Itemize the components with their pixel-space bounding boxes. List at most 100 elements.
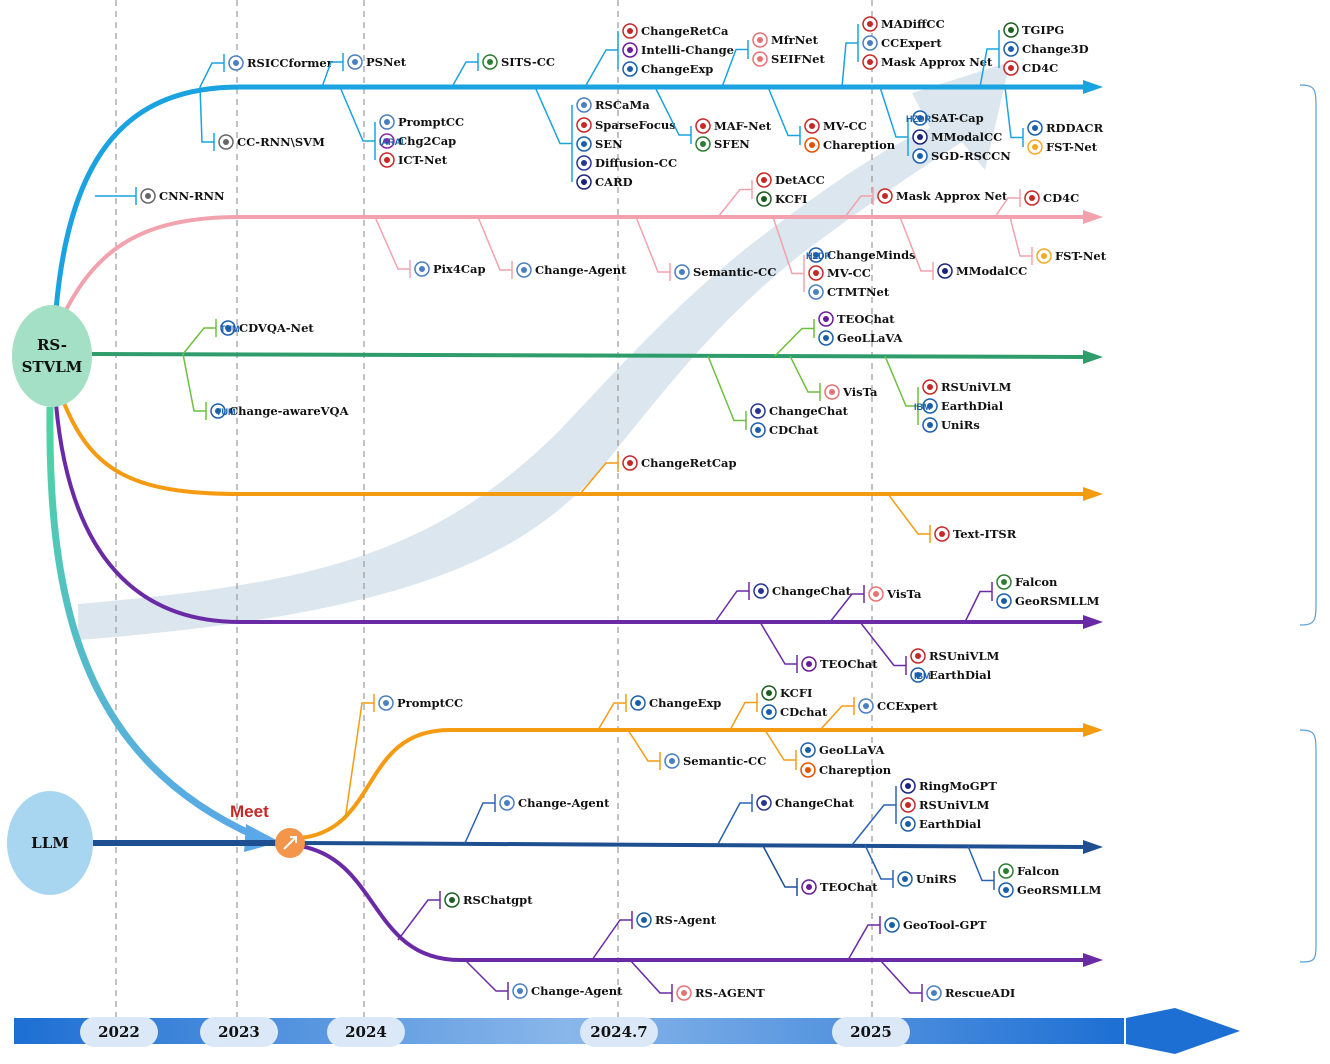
method-label: Change-awareVQA bbox=[229, 404, 350, 418]
method-label: CNN-RNN bbox=[159, 189, 225, 203]
branch-change-grounding-arrowhead bbox=[1083, 615, 1103, 629]
method-label: Mask Approx Net bbox=[881, 55, 993, 69]
connector-line bbox=[879, 959, 922, 994]
branch-temporal-retrieval bbox=[60, 397, 1085, 496]
institution-logo-dot bbox=[627, 460, 633, 466]
institution-logo-dot bbox=[902, 876, 908, 882]
institution-logo-dot bbox=[233, 60, 239, 66]
institution-logo-dot bbox=[942, 268, 948, 274]
year-2022: 2022 bbox=[80, 1017, 158, 1047]
connector-line bbox=[534, 86, 572, 145]
connector-line bbox=[579, 462, 618, 495]
institution-logo-dot bbox=[517, 988, 523, 994]
institution-logo-dot bbox=[757, 37, 763, 43]
method-label: MV-CC bbox=[827, 266, 871, 280]
institution-logo-dot bbox=[805, 767, 811, 773]
institution-logo-dot bbox=[761, 177, 767, 183]
institution-logo-dot bbox=[1001, 598, 1007, 604]
method-label: EarthDial bbox=[929, 668, 992, 682]
connector-line bbox=[451, 61, 478, 88]
method-label: MV-CC bbox=[823, 119, 867, 133]
institution-logo-dot bbox=[873, 591, 879, 597]
institution-wordmark: IARAI bbox=[379, 137, 404, 147]
method-label: ChangeChat bbox=[775, 796, 855, 810]
method-label: MAF-Net bbox=[714, 119, 772, 133]
method-label: Change3D bbox=[1022, 42, 1089, 56]
connector-line bbox=[829, 593, 864, 623]
institution-logo-dot bbox=[805, 747, 811, 753]
institution-logo-dot bbox=[627, 28, 633, 34]
method-label: Chareption bbox=[823, 138, 896, 152]
method-label: Chg2Cap bbox=[398, 134, 456, 148]
institution-logo-dot bbox=[581, 141, 587, 147]
connector-line bbox=[819, 705, 854, 731]
institution-logo-dot bbox=[809, 142, 815, 148]
institution-logo-dot bbox=[449, 897, 455, 903]
method-label: Change-Agent bbox=[535, 263, 627, 277]
institution-logo-dot bbox=[521, 267, 527, 273]
method-label: CD4C bbox=[1022, 61, 1058, 75]
method-label: CTMTNet bbox=[827, 285, 890, 299]
connector-line bbox=[844, 195, 873, 218]
institution-logo-dot bbox=[1008, 65, 1014, 71]
method-label: PromptCC bbox=[397, 696, 463, 710]
institution-logo-dot bbox=[1003, 887, 1009, 893]
institution-logo-dot bbox=[867, 59, 873, 65]
connector-line bbox=[199, 86, 214, 143]
connector-line bbox=[859, 621, 906, 667]
institution-logo-dot bbox=[927, 422, 933, 428]
method-label: PSNet bbox=[366, 55, 407, 69]
institution-logo-dot bbox=[813, 270, 819, 276]
connector-line bbox=[374, 216, 410, 270]
connector-line bbox=[789, 355, 820, 393]
method-label: Intelli-Change bbox=[641, 43, 734, 57]
connector-line bbox=[721, 48, 748, 88]
method-label: CDChat bbox=[769, 423, 819, 437]
method-label: Text-ITSR bbox=[953, 527, 1017, 541]
institution-wordmark: HZDR bbox=[806, 251, 831, 261]
connector-line bbox=[887, 493, 930, 535]
method-label: SparseFocus bbox=[595, 118, 676, 132]
method-label: Semantic-CC bbox=[683, 754, 766, 768]
method-label: CDVQA-Net bbox=[239, 321, 314, 335]
institution-logo-dot bbox=[755, 408, 761, 414]
connector-line bbox=[772, 216, 804, 275]
connector-line bbox=[597, 702, 626, 731]
institution-logo-dot bbox=[581, 160, 587, 166]
method-label: VisTa bbox=[842, 385, 878, 399]
method-label: TGIPG bbox=[1022, 23, 1064, 37]
institution-logo-dot bbox=[352, 59, 358, 65]
method-label: FST-Net bbox=[1046, 140, 1098, 154]
institution-logo-dot bbox=[867, 40, 873, 46]
institution-logo-dot bbox=[889, 922, 895, 928]
connector-line bbox=[851, 804, 896, 846]
connector-line bbox=[627, 729, 660, 762]
method-label: RSUniVLM bbox=[919, 798, 990, 812]
category-change-grounding: Change Grounding bbox=[1135, 614, 1271, 631]
method-label: Semantic-CC bbox=[693, 265, 776, 279]
method-label: ChangeRetCap bbox=[641, 456, 737, 470]
institution-logo-dot bbox=[635, 700, 641, 706]
connector-line bbox=[841, 42, 858, 88]
institution-logo-dot bbox=[917, 134, 923, 140]
institution-logo-dot bbox=[215, 408, 221, 414]
method-label: EarthDial bbox=[919, 817, 982, 831]
institution-logo-dot bbox=[679, 269, 685, 275]
institution-logo-dot bbox=[1041, 253, 1047, 259]
method-label: KCFI bbox=[775, 192, 807, 206]
method-label: Change-Agent bbox=[518, 796, 610, 810]
method-label: GeoRSMLLM bbox=[1017, 883, 1102, 897]
method-label: SEIFNet bbox=[771, 52, 825, 66]
institution-logo-dot bbox=[757, 56, 763, 62]
method-label: RSChatgpt bbox=[463, 893, 533, 907]
category-temporal-retrieval: Temporal Images Retrieval bbox=[1141, 476, 1265, 511]
branch-change-qa bbox=[91, 352, 1086, 359]
institution-logo-dot bbox=[766, 709, 772, 715]
method-label: MModalCC bbox=[956, 264, 1027, 278]
connector-line bbox=[584, 49, 618, 88]
institution-wordmark: TUM bbox=[220, 324, 240, 334]
method-label: TEOChat bbox=[820, 880, 878, 894]
branch-rs-agents-arrowhead bbox=[1083, 953, 1103, 967]
method-label: SGD-RSCCN bbox=[931, 149, 1011, 163]
institution-logo-dot bbox=[384, 157, 390, 163]
